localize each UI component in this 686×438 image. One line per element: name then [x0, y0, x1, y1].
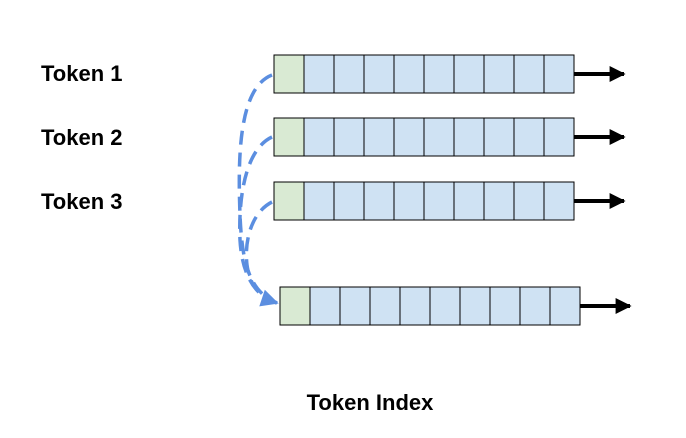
token-label-2: Token 2 — [41, 125, 123, 150]
sequence-cell — [489, 286, 521, 326]
merged-sequence — [279, 286, 632, 326]
sequence-cell — [423, 117, 455, 157]
sequence-cell — [453, 117, 485, 157]
sequence-cell — [543, 54, 575, 94]
sequence-cell — [423, 54, 455, 94]
sequence-rows — [273, 54, 632, 326]
token-1-sequence — [273, 54, 626, 94]
sequence-cell — [333, 181, 365, 221]
sequence-cell — [369, 286, 401, 326]
sequence-first-cell — [279, 286, 311, 326]
sequence-cell — [309, 286, 341, 326]
sequence-first-cell — [273, 54, 305, 94]
token-2-sequence — [273, 117, 626, 157]
sequence-cell — [543, 117, 575, 157]
sequence-cell — [483, 54, 515, 94]
sequence-cell — [393, 181, 425, 221]
sequence-first-cell — [273, 117, 305, 157]
sequence-cell — [519, 286, 551, 326]
merge-arrow-token-2 — [238, 135, 278, 305]
token-label-3: Token 3 — [41, 189, 123, 214]
merge-arrow-token-3 — [244, 200, 279, 307]
sequence-cell — [453, 181, 485, 221]
token-label-1: Token 1 — [41, 61, 123, 86]
sequence-cell — [303, 54, 335, 94]
sequence-cell — [339, 286, 371, 326]
sequence-cell — [543, 181, 575, 221]
sequence-cell — [363, 181, 395, 221]
sequence-cell — [333, 117, 365, 157]
sequence-cell — [333, 54, 365, 94]
sequence-cell — [363, 54, 395, 94]
caption-token-index: Token Index — [306, 390, 434, 415]
sequence-cell — [549, 286, 581, 326]
sequence-cell — [363, 117, 395, 157]
sequence-cell — [303, 181, 335, 221]
sequence-cell — [393, 117, 425, 157]
sequence-cell — [459, 286, 491, 326]
sequence-cell — [483, 181, 515, 221]
token-3-sequence — [273, 181, 626, 221]
sequence-cell — [429, 286, 461, 326]
sequence-cell — [483, 117, 515, 157]
sequence-cell — [303, 117, 335, 157]
sequence-cell — [393, 54, 425, 94]
sequence-cell — [513, 181, 545, 221]
sequence-cell — [513, 117, 545, 157]
sequence-first-cell — [273, 181, 305, 221]
sequence-cell — [513, 54, 545, 94]
merge-arrows — [237, 73, 279, 307]
sequence-cell — [453, 54, 485, 94]
sequence-cell — [399, 286, 431, 326]
sequence-cell — [423, 181, 455, 221]
